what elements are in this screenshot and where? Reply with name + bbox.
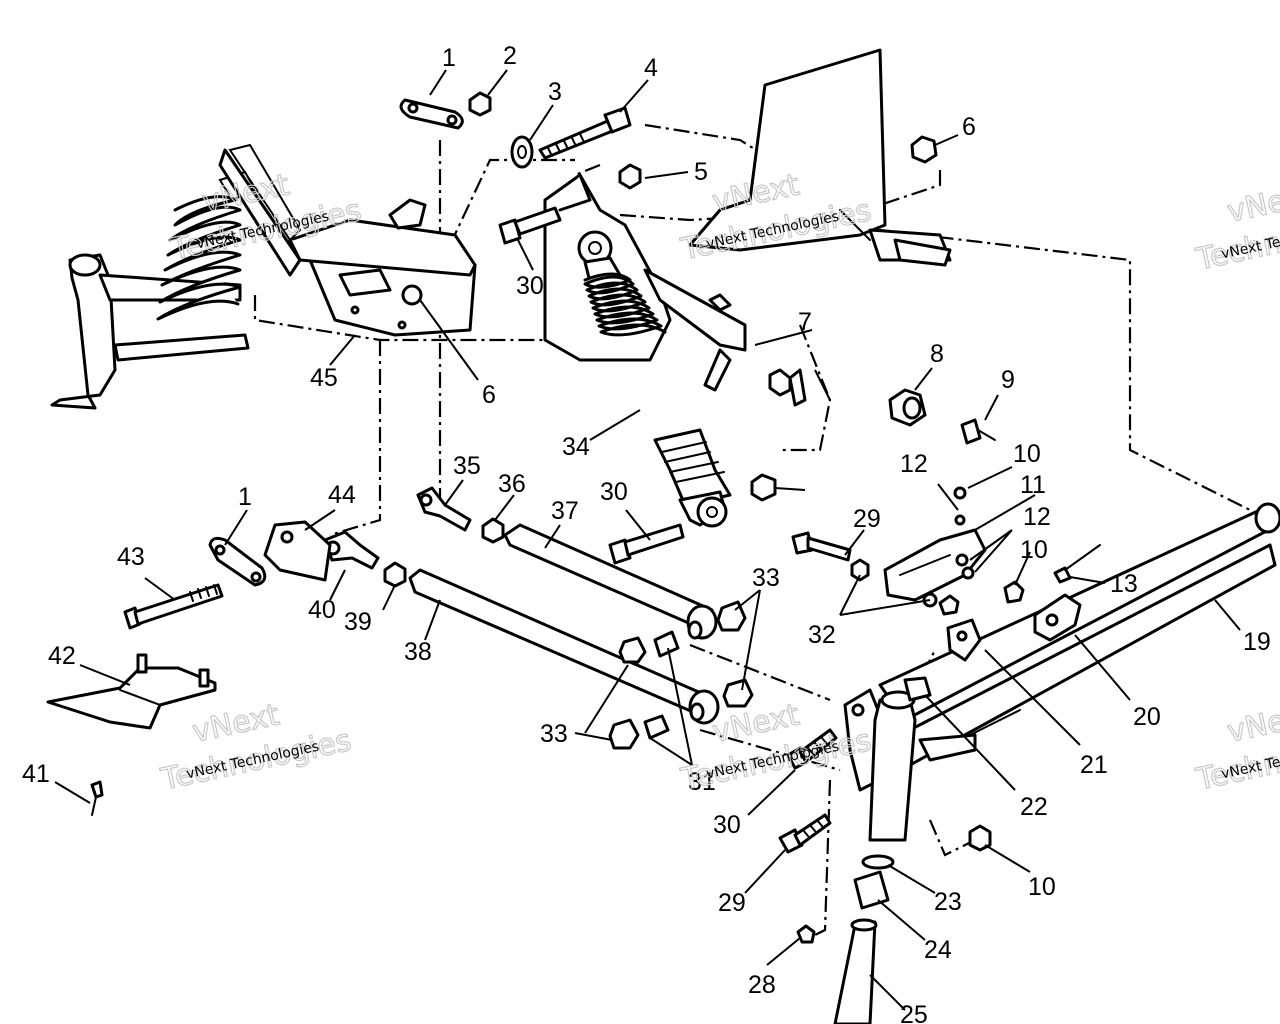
bolt-29-lower <box>778 813 832 854</box>
callout-29-lower: 29 <box>718 889 746 917</box>
callout-32: 32 <box>808 621 836 649</box>
bolt-30-middle <box>608 523 685 565</box>
nut-39 <box>383 561 407 588</box>
bracket-44 <box>263 520 332 582</box>
bolt-29-upper <box>791 531 870 582</box>
left-shock-assembly <box>50 143 302 410</box>
spindle-assembly <box>833 676 977 1024</box>
callout-43: 43 <box>117 543 145 571</box>
callout-8: 8 <box>930 340 944 368</box>
callout-13: 13 <box>1110 570 1138 598</box>
callout-39: 39 <box>344 608 372 636</box>
watermark-bottom-right: vNext Technologies vNext Technologies <box>1192 697 1280 798</box>
block-20 <box>1033 593 1082 642</box>
link-plate-1-top <box>399 98 464 130</box>
callout-24: 24 <box>924 936 952 964</box>
callout-42: 42 <box>48 642 76 670</box>
nut-28 <box>796 924 816 944</box>
callout-34: 34 <box>562 433 590 461</box>
rod-38 <box>408 568 720 725</box>
washer-3 <box>510 135 534 169</box>
callout-1-top: 1 <box>442 44 456 72</box>
callout-33-left: 33 <box>540 720 568 748</box>
bolt-4 <box>538 106 632 160</box>
callout-19: 19 <box>1243 628 1271 656</box>
link-plate-1-lower <box>208 536 267 587</box>
callout-3: 3 <box>548 78 562 106</box>
callout-10-lower: 10 <box>1028 873 1056 901</box>
plate-21 <box>946 618 982 662</box>
callout-38: 38 <box>404 638 432 666</box>
callout-44: 44 <box>328 481 356 509</box>
callout-33-right: 33 <box>752 564 780 592</box>
rod-end-35 <box>416 486 472 532</box>
callout-12-right: 12 <box>1023 503 1051 531</box>
stud-9 <box>960 418 996 445</box>
callout-40: 40 <box>308 596 336 624</box>
upper-a-arm-7 <box>643 268 807 407</box>
callout-6-bracket: 6 <box>482 381 496 409</box>
callout-21: 21 <box>1080 751 1108 779</box>
callout-30-middle: 30 <box>600 478 628 506</box>
callout-11: 11 <box>1020 471 1046 499</box>
callout-10-right: 10 <box>1020 536 1048 564</box>
bracket-45 <box>288 198 477 337</box>
nut-5-top <box>618 163 642 190</box>
callout-22: 22 <box>1020 793 1048 821</box>
frame-plate <box>688 48 952 267</box>
rod-37 <box>503 523 718 640</box>
callout-9: 9 <box>1001 366 1015 394</box>
bolt-43 <box>123 583 224 630</box>
callout-29-upper: 29 <box>853 505 881 533</box>
pin-13 <box>1053 544 1101 584</box>
callout-6-top: 6 <box>962 113 976 141</box>
callout-45: 45 <box>310 364 338 392</box>
callout-2: 2 <box>503 42 517 70</box>
callout-37: 37 <box>551 497 579 525</box>
nut-2 <box>468 91 492 117</box>
coil-spring-34 <box>583 272 667 337</box>
callout-7: 7 <box>798 308 812 336</box>
washers-12-nuts-10 <box>922 486 1025 616</box>
callout-23: 23 <box>934 888 962 916</box>
bolt-30-top <box>498 206 562 245</box>
svg-text:vNext: vNext <box>1224 697 1280 750</box>
bracket-11 <box>883 528 987 602</box>
bushings-33-31 <box>608 600 754 750</box>
nut-5-lower <box>750 473 777 502</box>
callout-28: 28 <box>748 971 776 999</box>
rod-end-40 <box>323 530 380 570</box>
callout-numbers: 1 2 3 4 5 6 6 7 8 9 10 12 11 12 10 13 19… <box>22 42 1271 1024</box>
callout-31: 31 <box>688 768 716 796</box>
skid-plate-42 <box>46 653 217 730</box>
shock-absorber-34 <box>577 230 732 528</box>
callout-25: 25 <box>900 1001 928 1024</box>
bolt-30-lower <box>786 728 838 770</box>
rivet-41 <box>90 780 104 816</box>
callout-5-top: 5 <box>694 158 708 186</box>
leader-lines <box>54 69 1241 1011</box>
nut-10-lower <box>968 824 992 852</box>
svg-text:vNext: vNext <box>1224 177 1280 230</box>
callout-30-lower: 30 <box>713 811 741 839</box>
callout-1-lower: 1 <box>238 483 252 511</box>
callout-36: 36 <box>498 470 526 498</box>
nut-36 <box>481 517 505 544</box>
watermark-top-right: vNext Technologies vNext Technologies <box>1192 177 1280 278</box>
callout-35: 35 <box>453 452 481 480</box>
callout-41: 41 <box>22 760 50 788</box>
callout-4: 4 <box>644 54 658 82</box>
nut-6-top <box>910 135 938 164</box>
callout-10-upper: 10 <box>1013 440 1041 468</box>
callout-12-left: 12 <box>900 450 928 478</box>
callout-30-top: 30 <box>516 272 544 300</box>
callout-20: 20 <box>1133 703 1161 731</box>
bushing-8 <box>888 388 927 427</box>
